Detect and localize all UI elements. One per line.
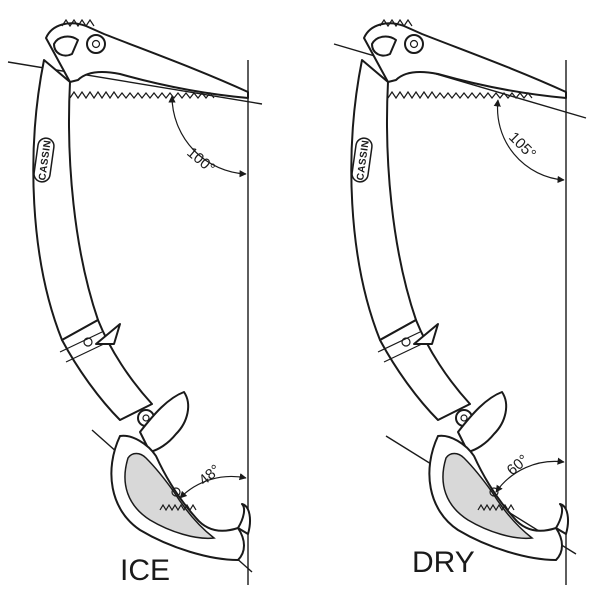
mode-label: ICE [120, 554, 170, 587]
mode-label: DRY [412, 546, 475, 579]
pick-angle-arc [168, 95, 247, 178]
tool-dry: CASSIN 105° 60° DRY [333, 19, 587, 585]
brand-badge: CASSIN [33, 137, 55, 183]
pick-angle-label: 105° [505, 129, 539, 163]
handle-angle-label: 60° [504, 451, 532, 479]
handle-angle-arc [495, 457, 565, 493]
dry-axe-body [350, 19, 569, 561]
handle-angle-label: 48° [196, 461, 224, 489]
tool-ice: CASSIN 100° 48° ICE [7, 19, 263, 587]
pick-angle-label: 100° [183, 144, 218, 177]
handle-angle-arc [179, 473, 247, 499]
brand-badge: CASSIN [351, 137, 373, 183]
pick-angle-arc [493, 99, 565, 184]
